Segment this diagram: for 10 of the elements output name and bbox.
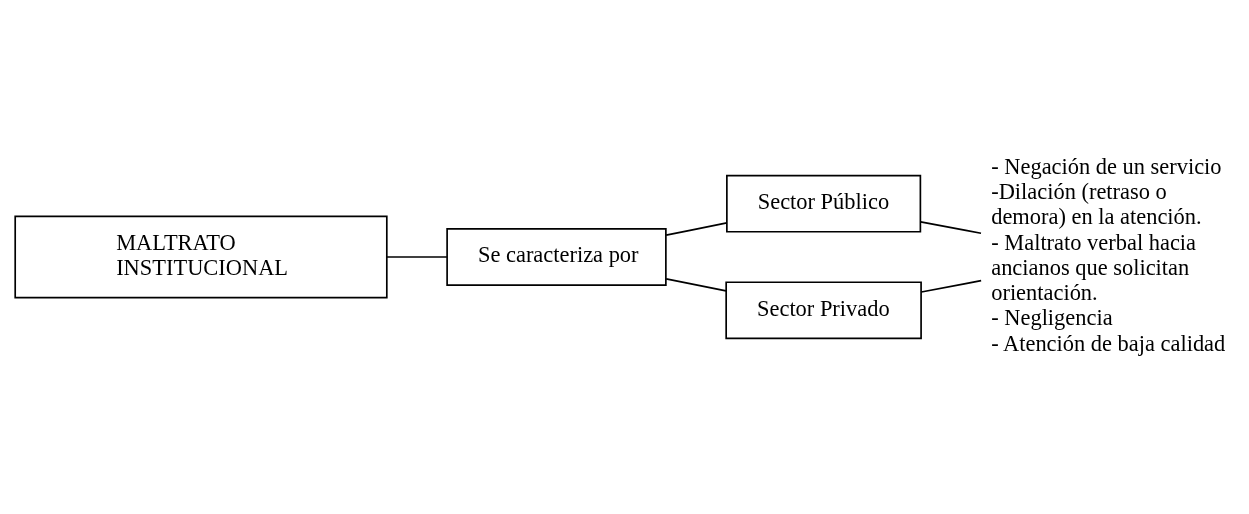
connector <box>919 221 982 235</box>
node-box: Se caracteriza por <box>446 228 667 286</box>
node-box: Sector Público <box>726 174 922 233</box>
connector <box>665 278 727 292</box>
node-box: MALTRATO INSTITUCIONAL <box>14 215 388 299</box>
connector <box>920 279 982 293</box>
connector <box>386 256 448 258</box>
node-box: Sector Privado <box>725 281 922 340</box>
node-text: - Negación de un servicio -Dilación (retraso o demora) en la atención. - Maltrato verbal hacia ancianos que solicitan orientación. - Negligencia - Atención de baja calidad <box>991 153 1226 356</box>
connector <box>665 222 728 236</box>
